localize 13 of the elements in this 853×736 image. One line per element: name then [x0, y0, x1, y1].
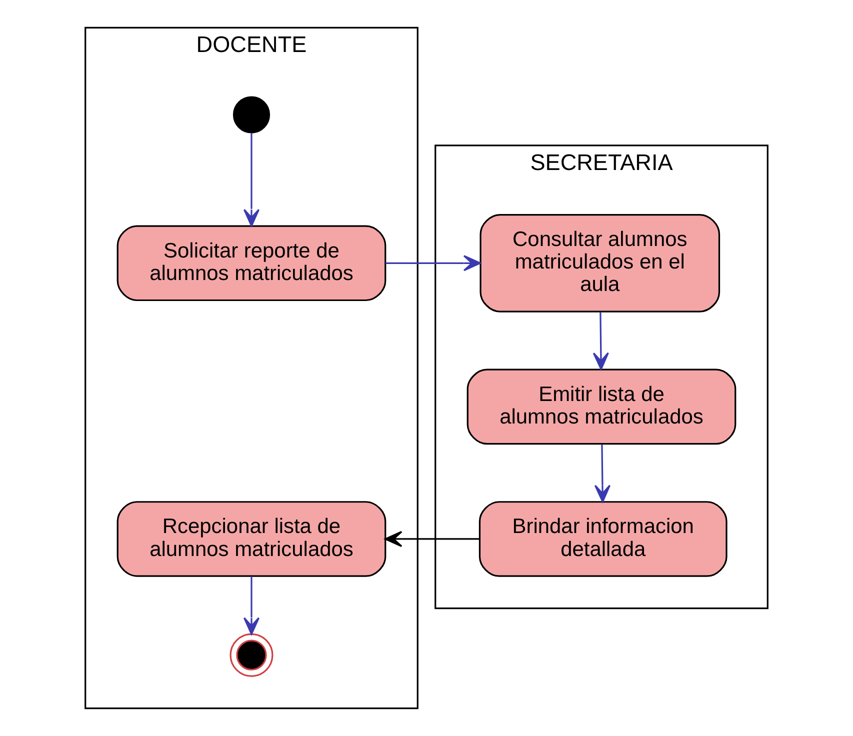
arrow — [386, 255, 481, 272]
node-box: Rcepcionar lista de alumnos matriculados — [116, 501, 386, 577]
node-box: Consultar alumnos matriculados en el aula — [480, 214, 720, 312]
node-circle — [232, 96, 270, 134]
arrow — [592, 312, 609, 370]
arrow — [243, 576, 260, 635]
node-circle — [230, 633, 274, 677]
node-box: Emitir lista de alumnos matriculados — [466, 368, 736, 445]
node-box: Brindar informacion detallada — [478, 501, 728, 577]
arrow — [243, 133, 260, 227]
node-box: Solicitar reporte de alumnos matriculados — [116, 225, 386, 302]
arrow — [384, 530, 480, 548]
arrow — [594, 444, 611, 502]
